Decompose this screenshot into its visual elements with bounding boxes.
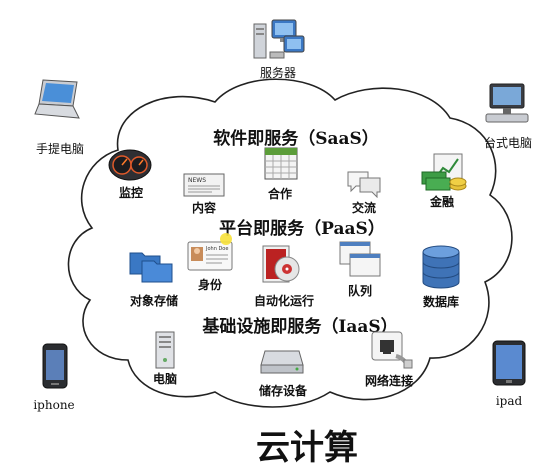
chat-label: 交流 [351,201,377,215]
chat-bubbles-icon [347,171,381,198]
ipad-label: ipad [495,394,523,408]
monitor-label: 监控 [118,186,144,200]
highlight-dot [220,233,232,245]
network-label: 网络连接 [364,374,414,388]
money-chart-icon [421,153,467,191]
newspaper-icon: NEWS [183,173,225,197]
diagram-title: 云计算 [256,428,358,468]
folders-icon [129,252,173,283]
iphone-icon [42,343,68,389]
server-label: 服务器 [259,66,297,80]
database-icon [422,245,460,289]
desktop-icon [485,83,529,123]
software-box-icon [262,245,300,283]
hard-drive-icon [260,350,304,374]
ipad-icon [492,340,526,386]
iphone-label: iphone [33,398,75,412]
object-storage-label: 对象存储 [129,294,179,308]
desktop-label: 台式电脑 [483,136,533,150]
id-card-icon: John Doe [187,241,233,271]
laptop-icon [34,79,80,119]
collab-label: 合作 [267,187,293,201]
laptop-label: 手提电脑 [35,142,85,156]
cloud-shape [67,78,513,408]
iaas-layer-title: 基础设施即服务（IaaS） [202,317,398,337]
server-icon [253,19,305,59]
storage-label: 储存设备 [258,384,308,398]
saas-layer-title: 软件即服务（SaaS） [213,129,379,149]
queue-label: 队列 [347,284,373,298]
database-label: 数据库 [422,295,460,309]
automation-label: 自动化运行 [253,294,315,308]
compute-label: 电脑 [152,372,178,386]
identity-label: 身份 [197,278,223,292]
calendar-icon [264,147,298,180]
server-tower-icon [155,331,175,369]
id-name-text: John Doe [205,246,228,252]
paas-layer-title: 平台即服务（PaaS） [219,219,385,239]
ethernet-icon [371,331,413,369]
news-text: NEWS [188,177,206,184]
finance-label: 金融 [429,195,455,209]
cloud-computing-diagram: 服务器 手提电脑 台式电脑 iphone ipad 软件即服务（SaaS） 平台… [33,19,533,468]
content-label: 内容 [191,201,217,215]
queue-windows-icon [339,241,381,277]
gauge-icon [108,149,152,181]
